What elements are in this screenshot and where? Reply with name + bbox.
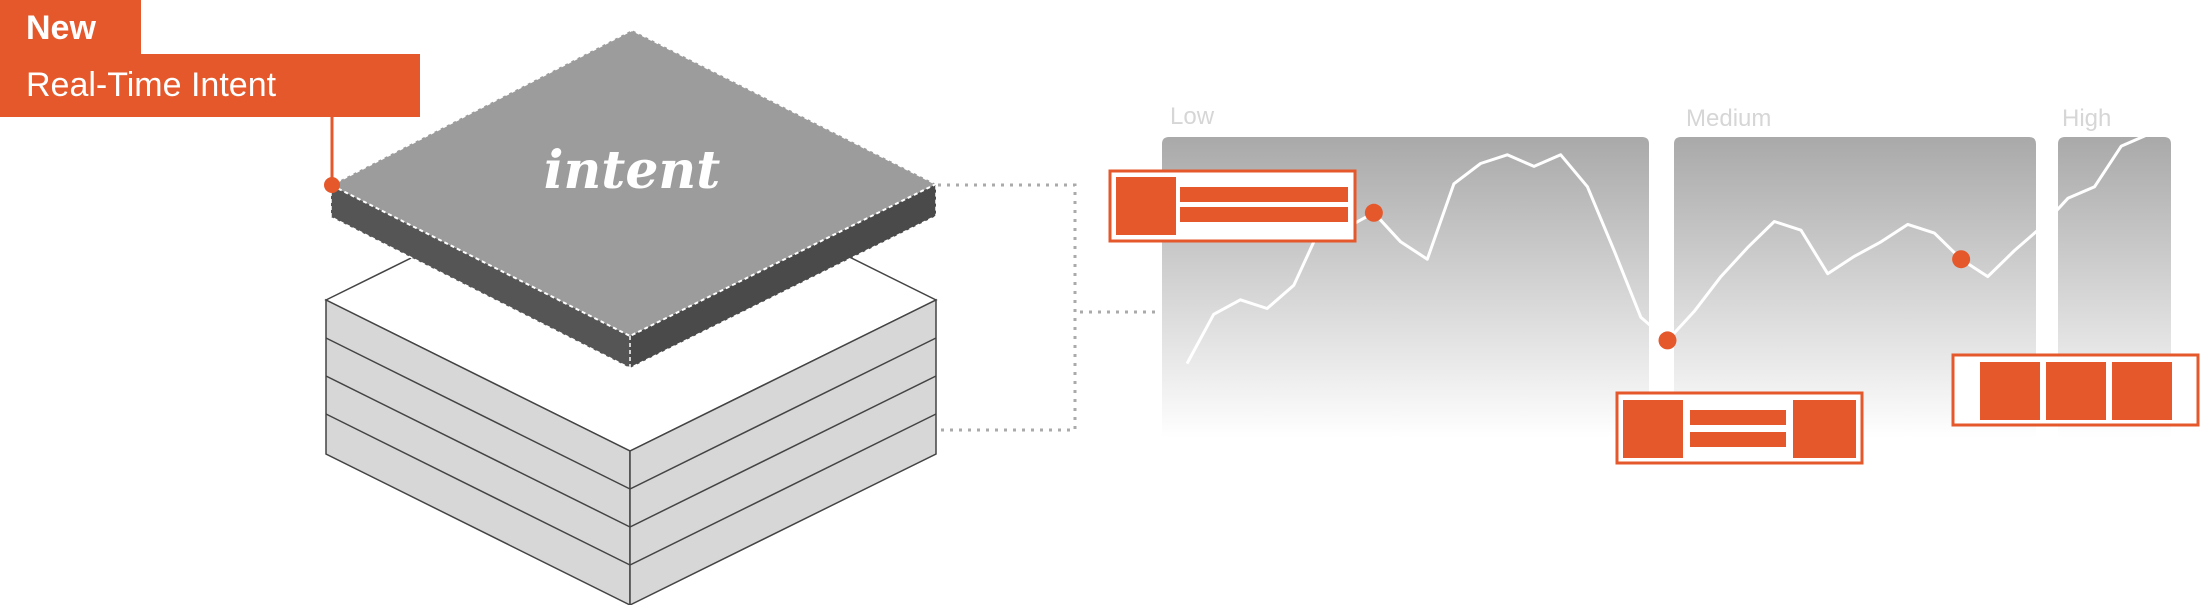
zone-label-low: Low — [1170, 103, 1215, 130]
intent-logo: intent — [544, 140, 721, 201]
intent-layer-right-side — [630, 184, 936, 368]
stack-divider — [325, 337, 631, 490]
feature-title-badge: Real-Time Intent — [0, 54, 420, 117]
new-badge: New — [0, 0, 141, 54]
ad-widget-high — [1951, 353, 2200, 427]
highlight-point-medium — [1658, 331, 1677, 350]
ad-widget-low — [1108, 169, 1357, 243]
ad-widget-medium — [1615, 391, 1864, 465]
highlight-point-low — [1364, 203, 1383, 222]
intent-layer-top-face — [328, 28, 939, 338]
zone-label-medium: Medium — [1686, 105, 1771, 132]
highlight-point-high — [1952, 250, 1971, 269]
stack-divider — [325, 375, 631, 528]
zone-panel-medium — [1674, 137, 2036, 438]
connector-lines — [938, 183, 1155, 432]
stack-divider — [629, 413, 937, 566]
stack-divider — [325, 413, 631, 566]
zone-label-high: High — [2062, 105, 2111, 132]
badge-anchor-dot — [324, 177, 340, 193]
intent-layer: intent — [328, 28, 939, 369]
stack-divider — [629, 337, 937, 490]
stack-divider — [629, 375, 937, 528]
intent-layer-left-side — [331, 185, 630, 368]
